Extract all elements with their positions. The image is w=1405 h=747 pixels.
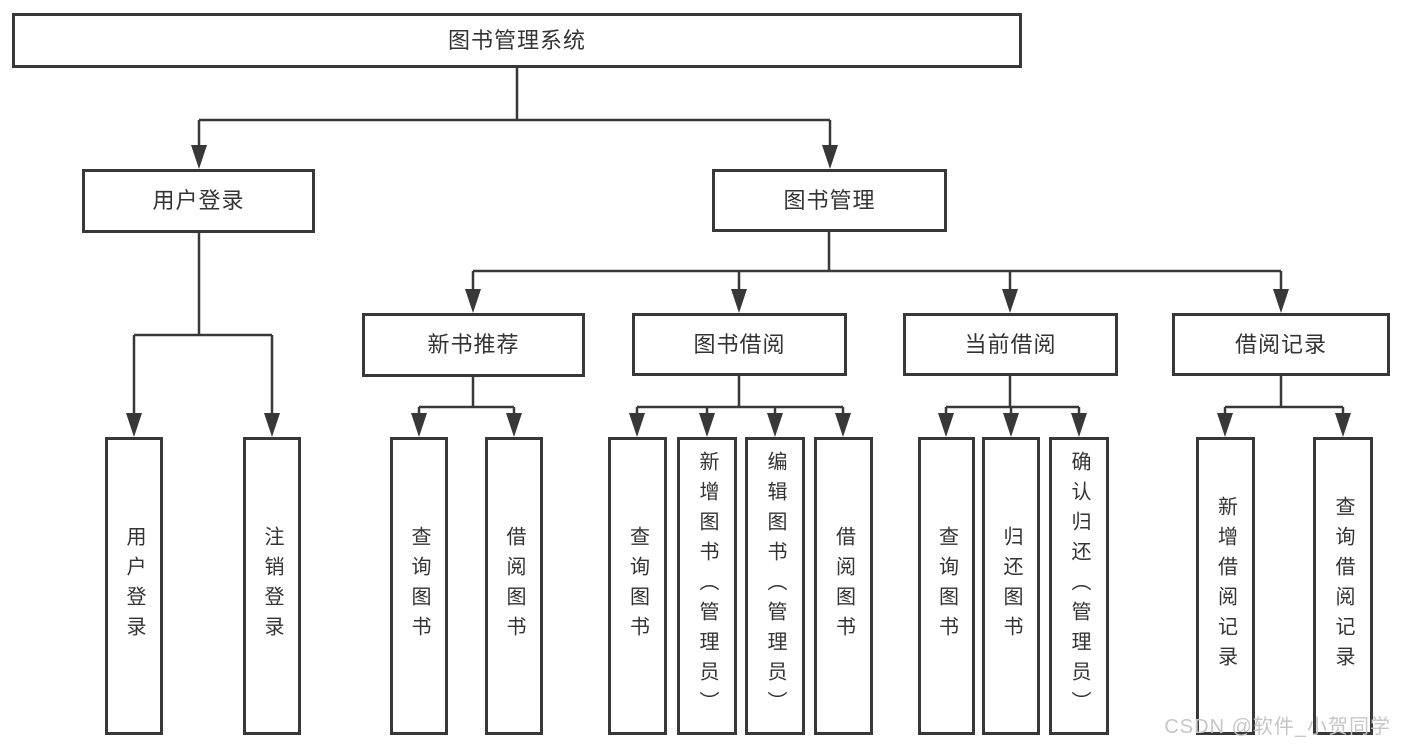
- leaf-logout: 注销登录: [243, 437, 301, 735]
- node-label: 用户登录: [123, 526, 145, 646]
- leaf-confirm-return-admin: 确认归还（管理员）: [1049, 437, 1109, 735]
- leaf-query-books-current: 查询图书: [918, 437, 975, 735]
- node-book-management: 图书管理: [712, 169, 947, 232]
- node-label: 查询借阅记录: [1332, 496, 1354, 676]
- leaf-query-borrow-record: 查询借阅记录: [1313, 437, 1373, 735]
- node-label: 图书管理系统: [447, 27, 586, 53]
- node-label: 新增借阅记录: [1214, 496, 1237, 676]
- leaf-add-borrow-record: 新增借阅记录: [1196, 437, 1255, 735]
- node-label: 查询图书: [626, 526, 649, 646]
- node-label: 注销登录: [261, 526, 283, 646]
- leaf-return-book: 归还图书: [982, 437, 1040, 735]
- node-user-login: 用户登录: [82, 169, 315, 233]
- arrowheads: [126, 145, 1351, 437]
- csdn-watermark: CSDN @软件_小贺同学: [1164, 716, 1391, 738]
- node-label: 新增图书（管理员）: [696, 451, 718, 721]
- node-label: 确认归还（管理员）: [1068, 451, 1090, 721]
- node-system-root: 图书管理系统: [12, 13, 1022, 68]
- node-label: 借阅记录: [1234, 331, 1327, 357]
- node-label: 查询图书: [408, 526, 430, 646]
- leaf-add-book-admin: 新增图书（管理员）: [677, 437, 737, 735]
- node-label: 借阅图书: [503, 526, 525, 646]
- leaf-user-login: 用户登录: [105, 437, 163, 735]
- node-new-book-recommend: 新书推荐: [362, 313, 585, 377]
- node-label: 归还图书: [1000, 526, 1022, 646]
- leaf-edit-book-admin: 编辑图书（管理员）: [745, 437, 805, 735]
- leaf-borrow-books: 借阅图书: [814, 437, 873, 735]
- node-borrow-records: 借阅记录: [1172, 313, 1390, 376]
- node-label: 编辑图书（管理员）: [764, 451, 786, 721]
- leaf-borrow-books-recommend: 借阅图书: [485, 437, 543, 735]
- leaf-query-books-recommend: 查询图书: [390, 437, 448, 735]
- node-label: 用户登录: [152, 188, 245, 213]
- node-label: 借阅图书: [832, 526, 855, 646]
- node-label: 查询图书: [935, 526, 958, 646]
- node-current-borrowing: 当前借阅: [903, 313, 1118, 376]
- leaf-query-books-borrowing: 查询图书: [608, 437, 667, 735]
- node-label: 新书推荐: [427, 332, 520, 357]
- node-label: 图书管理: [783, 187, 876, 213]
- node-book-borrowing: 图书借阅: [632, 313, 847, 376]
- node-label: 当前借阅: [964, 331, 1057, 357]
- node-label: 图书借阅: [693, 331, 786, 357]
